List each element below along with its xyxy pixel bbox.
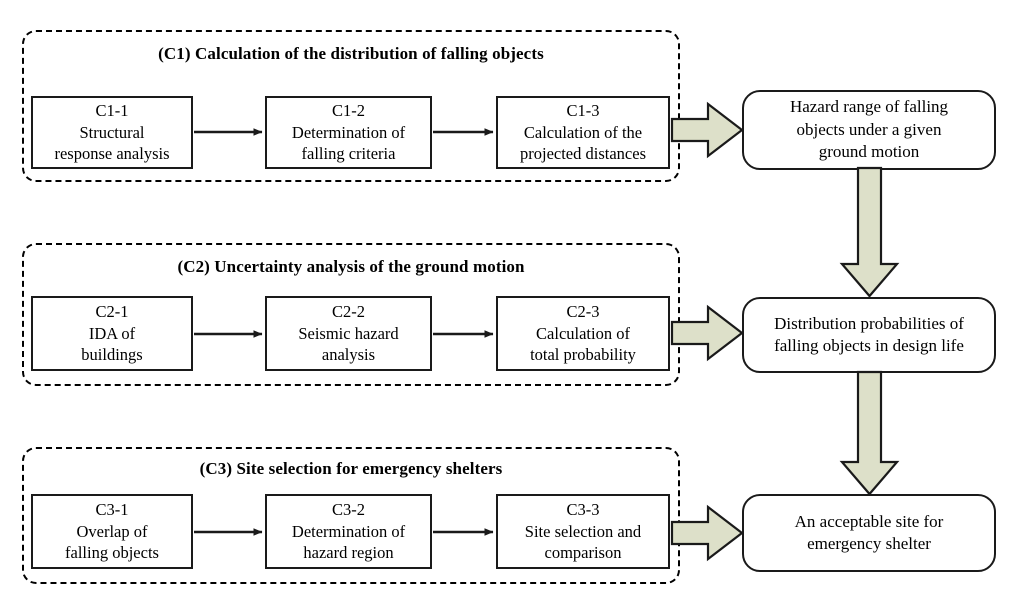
outcome-line-2: objects under a given [796, 119, 942, 139]
step-code: C1-3 [566, 101, 600, 121]
outcome-line-1: Distribution probabilities of [774, 313, 964, 333]
step-line-1: Site selection and [524, 521, 642, 541]
step-code: C2-1 [95, 302, 129, 322]
step-code: C3-2 [332, 500, 365, 520]
step-line-1: Structural [79, 122, 145, 142]
step-code: C3-1 [95, 500, 129, 520]
group-c3-title: (C3) Site selection for emergency shelte… [199, 459, 503, 478]
group-c2-title: (C2) Uncertainty analysis of the ground … [177, 257, 525, 276]
step-line-2: comparison [544, 543, 622, 563]
block-arrow-right-c2-to-outcome2 [670, 304, 744, 362]
block-arrow-right-c1-to-outcome1 [670, 101, 744, 159]
step-line-1: Calculation of [536, 323, 630, 343]
step-code: C2-3 [566, 302, 600, 322]
step-code: C1-1 [95, 101, 129, 121]
step-line-1: Calculation of the [523, 122, 643, 142]
block-arrow-right-c3-to-outcome3 [670, 504, 744, 562]
step-line-2: hazard region [303, 543, 394, 563]
step-line-1: Determination of [291, 122, 406, 142]
group-c1-title: (C1) Calculation of the distribution of … [158, 44, 544, 63]
step-line-2: analysis [321, 345, 376, 365]
step-c2-2[interactable]: C2-2 Seismic hazard analysis [265, 296, 432, 371]
block-arrow-down-outcome1-to-outcome2 [839, 166, 900, 298]
outcome-acceptable-site[interactable]: An acceptable site for emergency shelter [742, 494, 996, 572]
step-c3-1[interactable]: C3-1 Overlap of falling objects [31, 494, 193, 569]
step-line-2: response analysis [54, 144, 170, 164]
step-line-2: falling criteria [301, 144, 396, 164]
step-code: C1-2 [332, 101, 365, 121]
step-line-1: IDA of [88, 323, 136, 343]
step-c2-3[interactable]: C2-3 Calculation of total probability [496, 296, 670, 371]
step-c2-1[interactable]: C2-1 IDA of buildings [31, 296, 193, 371]
outcome-line-1: Hazard range of falling [789, 97, 949, 117]
step-c1-2[interactable]: C1-2 Determination of falling criteria [265, 96, 432, 169]
outcome-distribution-probabilities[interactable]: Distribution probabilities of falling ob… [742, 297, 996, 373]
step-line-2: buildings [81, 345, 143, 365]
step-code: C3-3 [566, 500, 600, 520]
step-code: C2-2 [332, 302, 365, 322]
step-line-1: Determination of [291, 521, 406, 541]
step-line-1: Overlap of [76, 521, 148, 541]
step-line-1: Seismic hazard [298, 323, 399, 343]
outcome-line-2: emergency shelter [807, 534, 931, 553]
outcome-line-1: An acceptable site for [794, 511, 944, 531]
outcome-line-2: falling objects in design life [774, 336, 964, 355]
step-line-2: falling objects [65, 543, 159, 563]
step-line-2: projected distances [520, 144, 646, 164]
block-arrow-down-outcome2-to-outcome3 [839, 370, 900, 496]
step-c3-3[interactable]: C3-3 Site selection and comparison [496, 494, 670, 569]
step-c1-1[interactable]: C1-1 Structural response analysis [31, 96, 193, 169]
outcome-hazard-range[interactable]: Hazard range of falling objects under a … [742, 90, 996, 170]
outcome-line-3: ground motion [818, 142, 920, 162]
step-line-2: total probability [530, 345, 636, 365]
step-c3-2[interactable]: C3-2 Determination of hazard region [265, 494, 432, 569]
step-c1-3[interactable]: C1-3 Calculation of the projected distan… [496, 96, 670, 169]
